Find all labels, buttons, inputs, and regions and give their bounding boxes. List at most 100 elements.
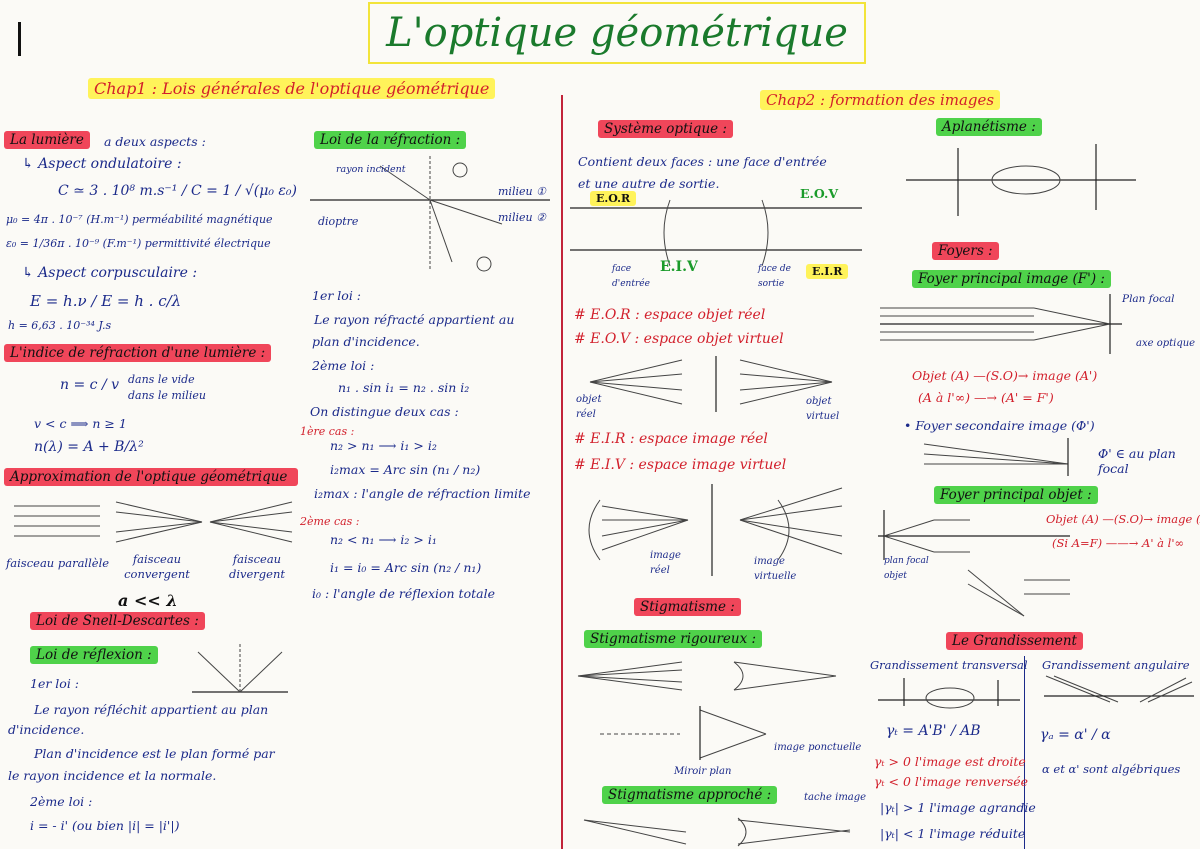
foyer-objet-diagram xyxy=(878,510,1070,617)
reflexion-diagram xyxy=(192,644,288,693)
refraction-cases: On distingue deux cas : xyxy=(310,404,459,419)
systeme-label: Système optique : xyxy=(598,120,733,138)
gamma-t-reduite: |γₜ| < 1 l'image réduite xyxy=(880,826,1026,841)
image-virtuelle-label: image virtuelle xyxy=(754,556,797,582)
grandissement-divider xyxy=(1024,656,1025,849)
grandissement-transversal-diagram xyxy=(878,678,1020,709)
reflexion-formula: i = - i' (ou bien |i| = |i'|) xyxy=(30,818,180,833)
image-ponctuelle-label: image ponctuelle xyxy=(774,742,862,753)
reflexion-label: Loi de réflexion : xyxy=(30,646,158,664)
refraction-loi1: 1er loi : xyxy=(312,288,362,303)
case2-c: i₀ : l'angle de réflexion totale xyxy=(312,586,495,601)
gamma-a-formula: γₐ = α' / α xyxy=(1040,727,1111,743)
case1-label: 1ère cas : xyxy=(300,425,355,438)
c-formula: C ≃ 3 . 10⁸ m.s⁻¹ / C = 1 / √(μ₀ ε₀) xyxy=(58,183,298,199)
foyer-secondaire-diagram xyxy=(923,438,1069,476)
refraction-txt2: plan d'incidence. xyxy=(312,334,420,349)
page-title: L'optique géométrique xyxy=(368,2,866,64)
refraction-formula: n₁ . sin i₁ = n₂ . sin i₂ xyxy=(338,380,470,395)
def-eov: # E.O.V : espace objet virtuel xyxy=(574,331,784,347)
foyer-image-label: Foyer principal image (F') : xyxy=(912,270,1111,288)
chap1-heading: Chap1 : Lois générales de l'optique géom… xyxy=(88,78,496,99)
eor-badge: E.O.R xyxy=(590,191,637,206)
chapter-divider xyxy=(561,95,563,849)
grandissement-angulaire-diagram xyxy=(1044,675,1194,703)
stigmatisme-label: Stigmatisme : xyxy=(634,598,741,616)
rayon-incident-label: rayon incident xyxy=(336,164,406,175)
case1-b: i₂max = Arc sin (n₁ / n₂) xyxy=(330,462,481,477)
energie-formula: E = h.ν / E = h . c/λ xyxy=(30,292,182,310)
def-eir: # E.I.R : espace image réel xyxy=(574,431,768,447)
n-inequality: v < c ⟹ n ≥ 1 xyxy=(34,416,127,431)
miroir-plan-diagram xyxy=(600,706,767,760)
margin-mark xyxy=(18,22,21,56)
approx-label: Approximation de l'optique géométrique xyxy=(4,468,298,486)
dioptre-label: dioptre xyxy=(318,215,359,228)
gamma-a-note: α et α' sont algébriques xyxy=(1042,762,1181,776)
foyer-image-line1: Objet (A) —(S.O)→ image (A') xyxy=(912,368,1098,383)
systeme-txt2: et une autre de sortie. xyxy=(578,176,720,191)
phi-note: Φ' ∈ au plan focal xyxy=(1098,446,1176,476)
snell-label: Loi de Snell-Descartes : xyxy=(30,612,205,630)
image-reel-virtuelle-diagram xyxy=(588,484,843,576)
faisceau-convergent-sketch xyxy=(115,501,203,543)
faisceau-convergent: faisceau convergent xyxy=(124,552,190,581)
refraction-label: Loi de la réfraction : xyxy=(314,131,467,149)
foyer-objet-line2: (Si A=F) ——→ A' à l'∞ xyxy=(1052,536,1185,550)
case1-a: n₂ > n₁ ⟶ i₁ > i₂ xyxy=(330,438,437,453)
foyer-image-line2: (A à l'∞) —→ (A' = F') xyxy=(918,390,1054,405)
aplanetisme-diagram xyxy=(906,144,1136,216)
foyer-image-diagram xyxy=(880,294,1122,354)
eir-badge: E.I.R xyxy=(806,264,849,279)
faisceau-divergent: faisceau divergent xyxy=(228,552,286,581)
planck-constant: h = 6,63 . 10⁻³⁴ J.s xyxy=(8,319,112,332)
case2-b: i₁ = i₀ = Arc sin (n₂ / n₁) xyxy=(330,560,482,575)
vide-note: dans le vide xyxy=(128,373,195,386)
stigmatisme-rigoureux: Stigmatisme rigoureux : xyxy=(584,630,763,648)
gamma-t-formula: γₜ = A'B' / AB xyxy=(886,723,981,739)
image-reel-label: image réel xyxy=(650,550,681,576)
mu0-line: μ₀ = 4π . 10⁻⁷ (H.m⁻¹) perméabilité magn… xyxy=(6,213,273,226)
gamma-t-negative: γₜ < 0 l'image renversée xyxy=(874,774,1029,789)
reflexion-txt4: le rayon incidence et la normale. xyxy=(8,768,217,783)
foyer-objet-label: Foyer principal objet : xyxy=(934,486,1098,504)
def-eor: # E.O.R : espace objet réel xyxy=(574,307,766,323)
objet-virtuel-label: objet virtuel xyxy=(806,396,840,422)
plan-focal-label: Plan focal xyxy=(1122,293,1175,305)
objet-reel-virtuel-diagram xyxy=(589,356,833,412)
tache-image-label: tache image xyxy=(804,792,867,803)
faisceau-parallele-sketch xyxy=(14,505,100,537)
grandissement-label: Le Grandissement xyxy=(946,632,1083,650)
milieu-note: dans le milieu xyxy=(128,389,206,402)
n-definition: n = c / v xyxy=(60,377,120,393)
lumiere-suffix: a deux aspects : xyxy=(104,134,206,149)
cauchy-formula: n(λ) = A + B/λ² xyxy=(34,439,144,455)
aplanetisme-label: Aplanétisme : xyxy=(936,118,1042,136)
chap2-heading: Chap2 : formation des images xyxy=(760,90,1001,110)
lumiere-label: La lumière xyxy=(4,131,90,149)
reflexion-loi1: 1er loi : xyxy=(30,676,80,691)
stigmatisme-approche: Stigmatisme approché : xyxy=(602,786,778,804)
reflexion-txt2: d'incidence. xyxy=(8,722,85,737)
case1-c: i₂max : l'angle de réfraction limite xyxy=(314,486,531,501)
refraction-txt1: Le rayon réfracté appartient au xyxy=(314,312,515,327)
eiv-badge: E.I.V xyxy=(660,259,698,275)
face-entree: face d'entrée xyxy=(612,264,650,289)
case2-label: 2ème cas : xyxy=(300,515,360,528)
gamma-t-positive: γₜ > 0 l'image est droite xyxy=(874,754,1026,769)
faisceau-divergent-sketch xyxy=(209,501,293,543)
gamma-t-agrandie: |γₜ| > 1 l'image agrandie xyxy=(880,800,1036,815)
face-sortie: face de sortie xyxy=(758,264,792,289)
foyer-objet-line1: Objet (A) —(S.O)→ image (A') xyxy=(1046,512,1200,526)
stigmatisme-rigoureux-diagram xyxy=(577,661,837,691)
miroir-plan-label: Miroir plan xyxy=(674,766,732,777)
systeme-txt1: Contient deux faces : une face d'entrée xyxy=(578,154,827,169)
def-eiv: # E.I.V : espace image virtuel xyxy=(574,457,787,473)
milieu2-label: milieu ② xyxy=(498,211,546,224)
approx-condition: a << λ xyxy=(118,591,178,610)
case2-a: n₂ < n₁ ⟶ i₂ > i₁ xyxy=(330,532,437,547)
corpusculaire: ↳ Aspect corpusculaire : xyxy=(22,265,198,281)
eov-badge: E.O.V xyxy=(800,186,839,201)
grandissement-transversal: Grandissement transversal xyxy=(870,658,1028,672)
foyer-secondaire: • Foyer secondaire image (Φ') xyxy=(904,418,1095,433)
